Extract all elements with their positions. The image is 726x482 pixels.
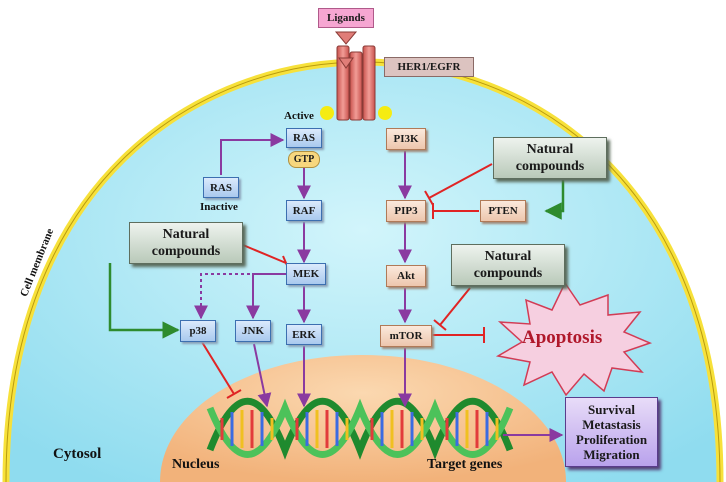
outcomes-box: Survival Metastasis Proliferation Migrat… <box>565 397 658 467</box>
erk-node: ERK <box>286 324 322 345</box>
target-genes-label: Target genes <box>427 457 503 472</box>
raf-node: RAF <box>286 200 322 221</box>
apoptosis-burst <box>495 281 653 397</box>
inhibit-p38-dna <box>201 341 235 395</box>
arrow-natural-p38 <box>108 263 180 339</box>
ligand-icon <box>334 31 358 69</box>
natural-compounds-top-right: Natural compounds <box>493 137 607 179</box>
p38-node: p38 <box>180 320 216 342</box>
arrow-ras-inactive-to-active <box>220 133 285 175</box>
inhibit-natural-mtor <box>439 287 471 326</box>
cytosol-label: Cytosol <box>53 446 102 462</box>
pten-node: PTEN <box>480 200 526 222</box>
mtor-node: mTOR <box>380 325 432 347</box>
inactive-label: Inactive <box>200 201 238 213</box>
dna-helix-icon <box>206 398 514 460</box>
arrow-mek-p38 <box>194 273 286 320</box>
ras-active-node: RAS <box>286 128 322 148</box>
akt-node: Akt <box>386 265 426 287</box>
gtp-label: GTP <box>288 151 320 168</box>
inhibit-natural-mek <box>242 244 287 264</box>
mek-node: MEK <box>286 263 326 285</box>
natural-compounds-left: Natural compounds <box>129 222 243 264</box>
receptor-label: HER1/EGFR <box>384 57 474 77</box>
natural-compounds-middle-right: Natural compounds <box>451 244 565 286</box>
ligands-label: Ligands <box>318 8 374 28</box>
active-label: Active <box>284 110 314 122</box>
inhibit-natural-pip3 <box>428 163 493 199</box>
pi3k-node: PI3K <box>386 128 426 150</box>
arrow-natural-pten <box>544 180 565 220</box>
ras-inactive-node: RAS <box>203 177 239 198</box>
pip3-node: PIP3 <box>386 200 426 222</box>
apoptosis-label: Apoptosis <box>522 327 603 348</box>
jnk-node: JNK <box>235 320 271 342</box>
nucleus-label: Nucleus <box>172 457 220 472</box>
arrow-jnk-dna <box>253 343 272 408</box>
